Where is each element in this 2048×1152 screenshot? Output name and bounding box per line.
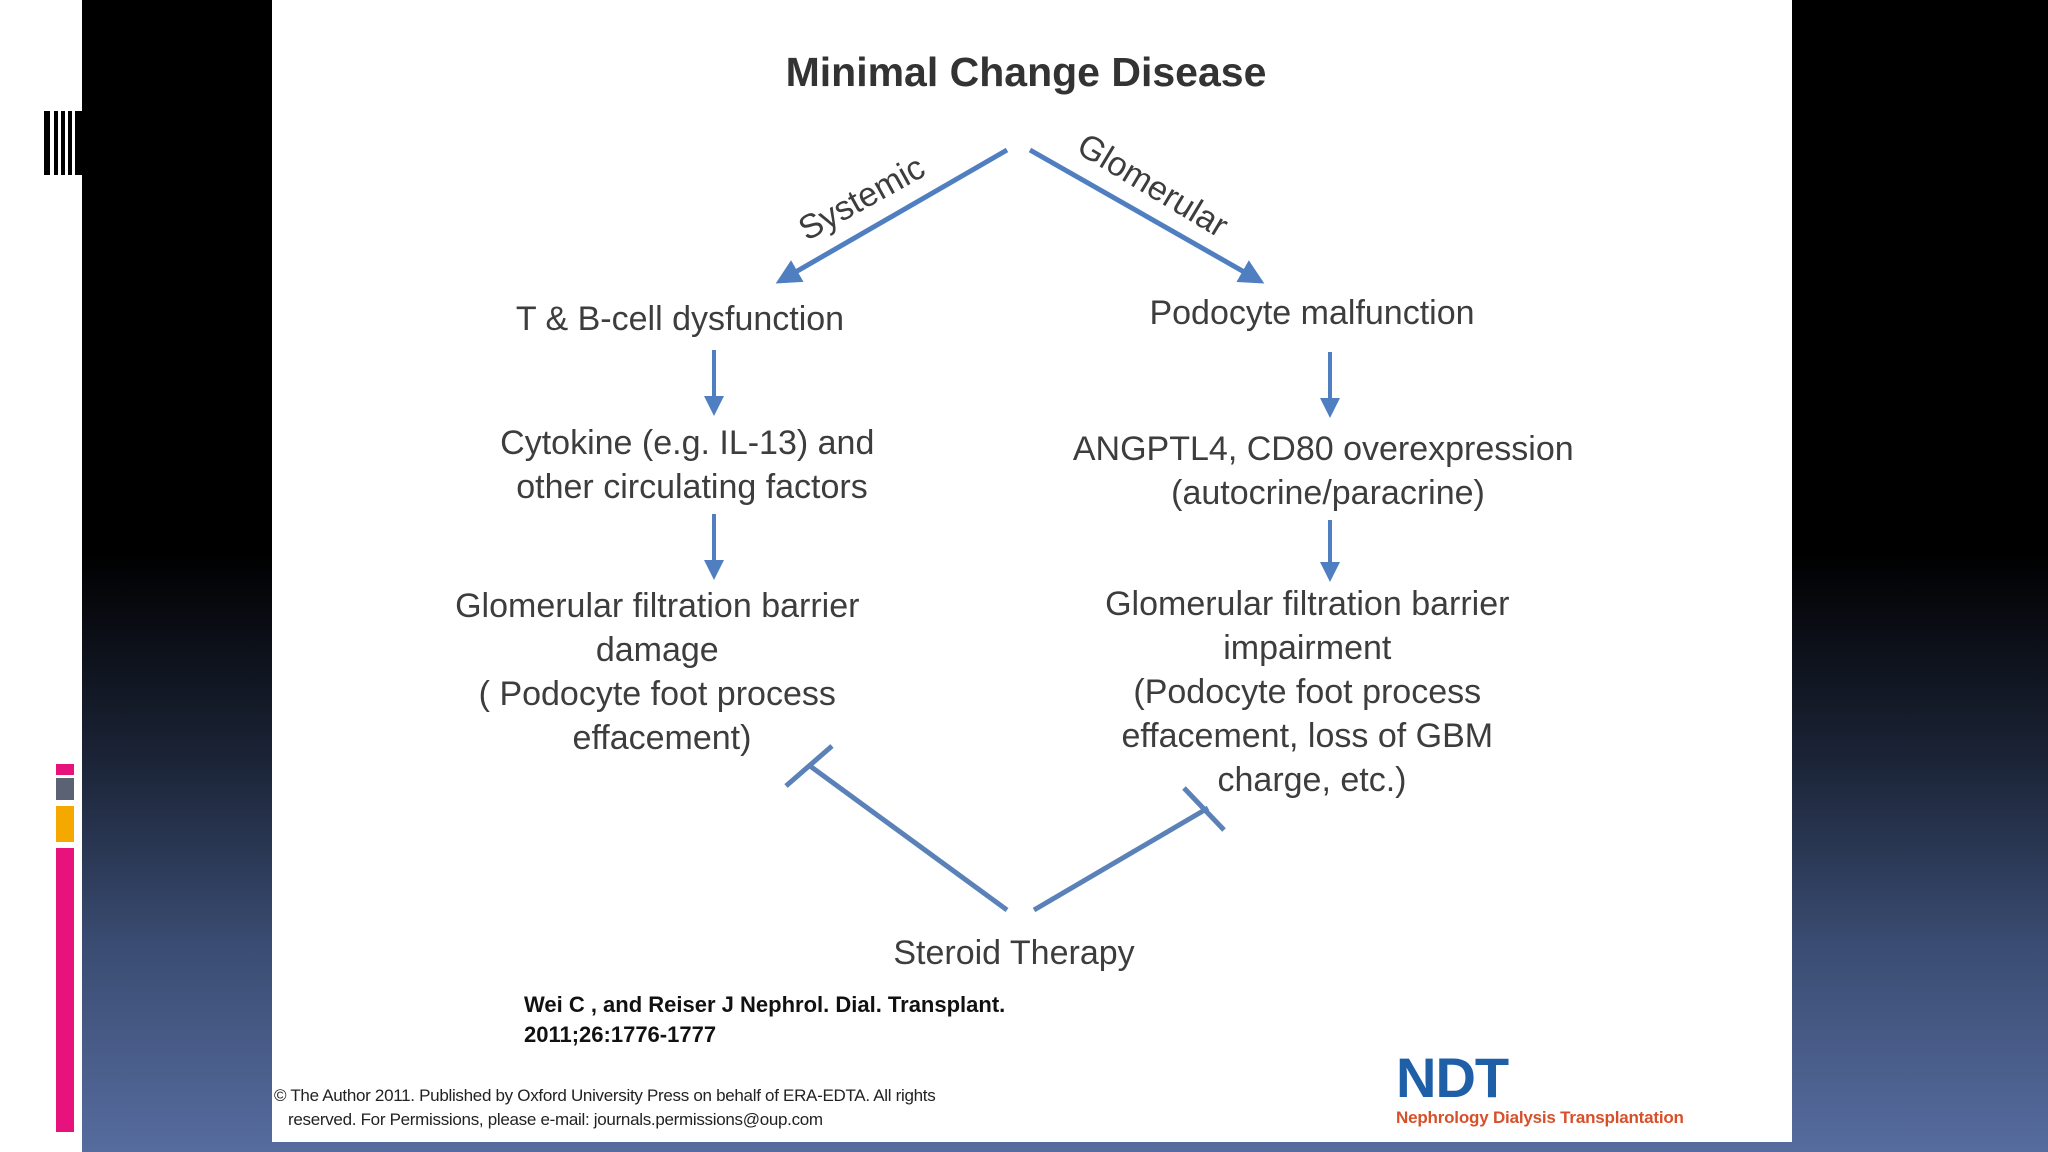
accent-gray [56, 778, 74, 800]
citation-line-1: Wei C , and Reiser J Nephrol. Dial. Tran… [524, 992, 1006, 1017]
inhibit-line-right [1032, 805, 1210, 913]
copyright-line-1: © The Author 2011. Published by Oxford U… [274, 1086, 936, 1105]
arrow-systemic [775, 147, 1009, 284]
citation: Wei C , and Reiser J Nephrol. Dial. Tran… [524, 990, 1005, 1050]
copyright-notice: © The Author 2011. Published by Oxford U… [274, 1084, 936, 1132]
ndt-logo: NDT Nephrology Dialysis Transplantation [1396, 1050, 1736, 1128]
citation-line-2: 2011;26:1776-1777 [524, 1022, 717, 1047]
node-t-b-cell-dysfunction: T & B-cell dysfunction [516, 300, 844, 338]
slide-figure: Minimal Change Disease Systemic Glomerul… [272, 0, 1792, 1142]
node-cytokine: Cytokine (e.g. IL-13) and other circulat… [500, 424, 884, 506]
ndt-logo-full: Nephrology Dialysis Transplantation [1396, 1108, 1684, 1127]
inhibit-bar-right [1182, 786, 1226, 832]
arrow-glomerular [1028, 147, 1265, 284]
inhibit-line-left [808, 763, 1009, 913]
accent-pink-small [56, 764, 74, 775]
accent-pink-tall [56, 848, 74, 1132]
diagram-title: Minimal Change Disease [786, 49, 1267, 95]
accent-orange [56, 806, 74, 842]
diagram-svg: Minimal Change Disease Systemic Glomerul… [455, 49, 1583, 972]
copyright-line-2: reserved. For Permissions, please e-mail… [288, 1110, 823, 1129]
node-barrier-damage: Glomerular filtration barrier damage ( P… [455, 587, 869, 757]
node-angptl4-cd80: ANGPTL4, CD80 overexpression (autocrine/… [1073, 430, 1583, 512]
inhibit-bar-left [784, 744, 834, 788]
ndt-logo-abbr: NDT [1396, 1046, 1509, 1109]
node-steroid-therapy: Steroid Therapy [893, 934, 1134, 972]
node-podocyte-malfunction: Podocyte malfunction [1149, 294, 1474, 332]
node-barrier-impairment: Glomerular filtration barrier impairment… [1105, 585, 1519, 799]
decorative-bars [44, 111, 82, 175]
